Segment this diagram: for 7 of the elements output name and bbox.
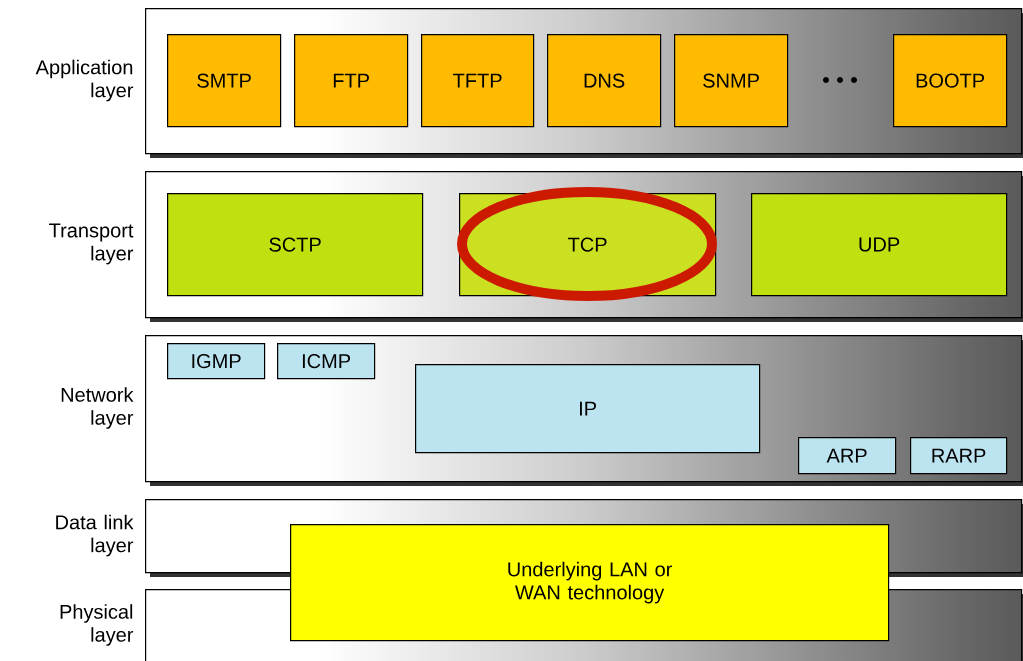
protocol-box: SCTP <box>167 193 424 297</box>
layer-label: Data link layer <box>56 514 134 557</box>
protocol-box: UDP <box>751 193 1008 297</box>
layer-label: Application layer <box>35 59 134 102</box>
layer-label: Physical layer <box>60 604 134 646</box>
layer-label: Transport layer <box>49 223 134 265</box>
layer-label: Network layer <box>61 387 134 429</box>
